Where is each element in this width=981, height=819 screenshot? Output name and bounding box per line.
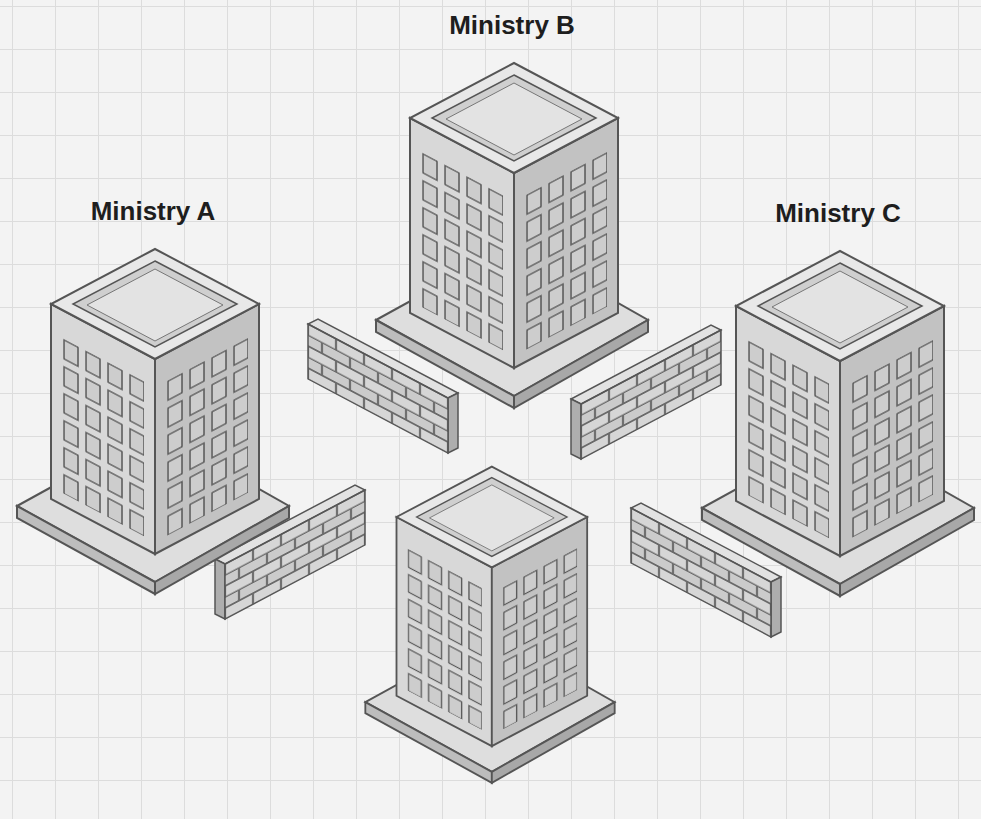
ministry-building: Ministry B: [372, 10, 652, 418]
building-body: [702, 251, 974, 596]
building-label: Ministry B: [445, 10, 579, 41]
building-body: [17, 249, 289, 594]
building-shape: [698, 246, 978, 606]
building-label: Ministry C: [771, 198, 905, 229]
building-shape: [13, 244, 293, 604]
ministry-building: Ministry A: [13, 196, 293, 604]
ministry-building: Ministry C: [698, 198, 978, 606]
building-body: [376, 63, 648, 408]
building-label: Ministry A: [87, 196, 220, 227]
building-illustration: [365, 467, 614, 783]
building-shape: [372, 58, 652, 418]
